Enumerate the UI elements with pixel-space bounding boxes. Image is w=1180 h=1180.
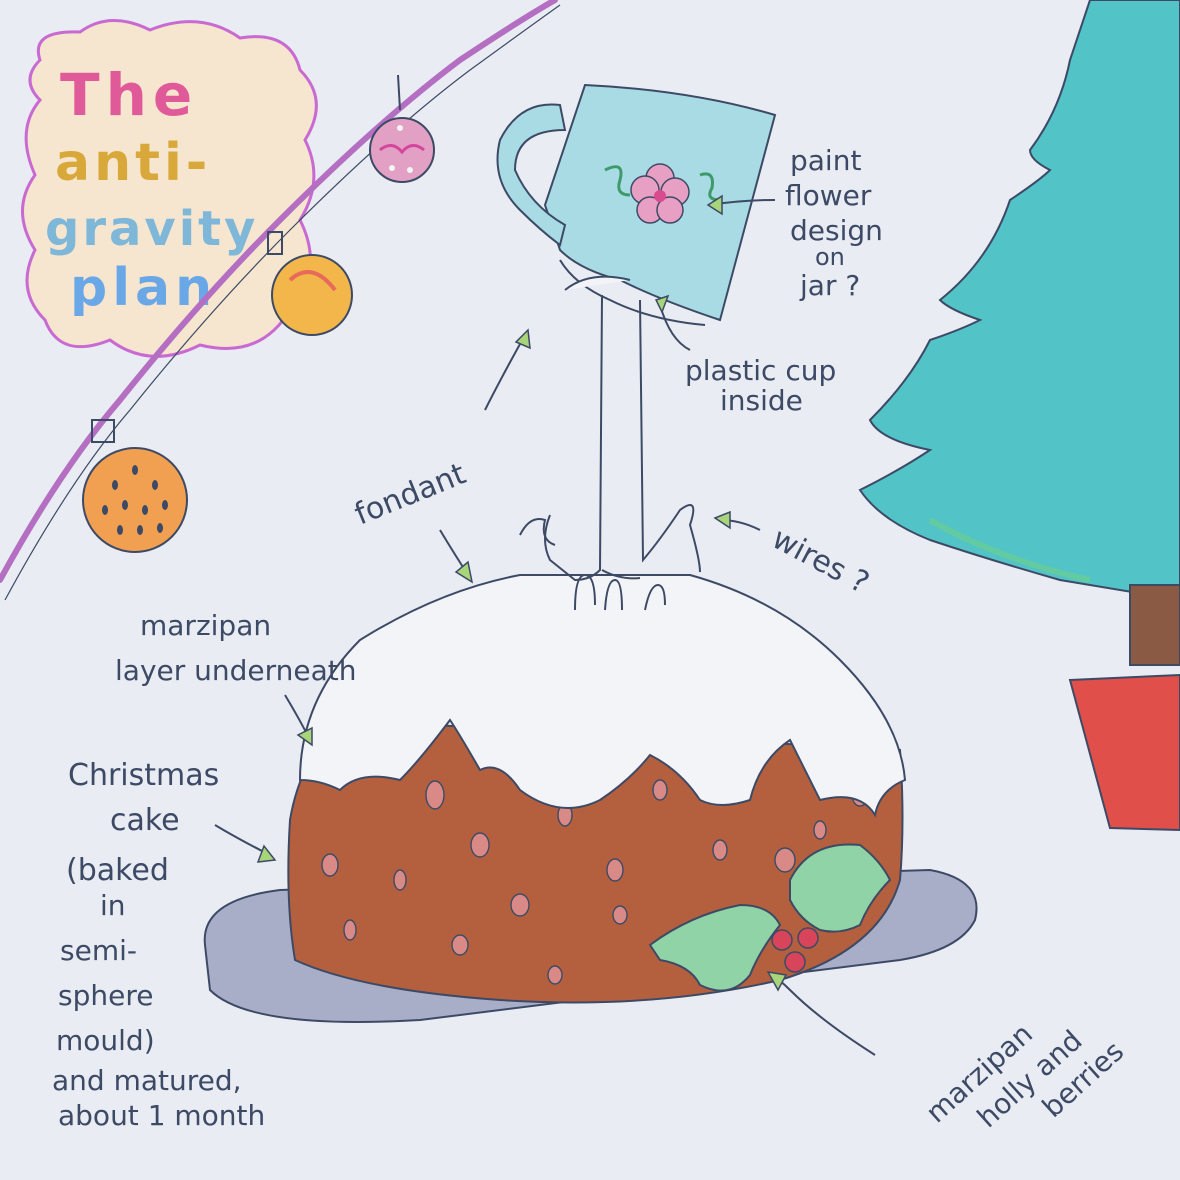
annotation-line: marzipan [140,609,271,642]
annotation-line: Christmas [68,758,219,793]
annotation-line: sphere [58,979,153,1012]
annotation-line: flower [785,179,872,212]
christmas-tree [858,0,1180,832]
annotation-paint-flower: paint flower design on jar ? [785,144,883,302]
berry [771,929,793,951]
title-cloud: The anti- gravity plan [21,19,318,358]
title-line-4: plan [70,258,217,318]
berry [784,951,806,973]
flower-design [604,163,721,224]
annotation-line: mould) [56,1024,155,1057]
annotation-wires: wires ? [766,521,874,601]
bauble-dotted [82,447,188,553]
bauble-orange [271,254,353,336]
fondant-column [519,294,701,582]
annotation-line: on [815,243,845,271]
tree-foliage [858,0,1180,602]
annotation-line: (baked [66,853,169,888]
title-line-3: gravity [45,201,258,257]
tree-pot [1068,673,1180,832]
annotation-line: jar ? [799,269,860,302]
annotation-plastic-cup: plastic cup inside [685,354,836,417]
title-line-2: anti- [55,133,211,193]
annotation-fondant: fondant [350,456,471,532]
annotation-line: cake [110,803,180,838]
annotation-line: paint [790,144,861,177]
annotation-line: semi- [60,934,137,967]
annotation-line: about 1 month [58,1099,265,1132]
fondant-dome [298,573,907,818]
annotation-line: in [100,889,126,922]
annotation-marzipan-layer: marzipan layer underneath [115,609,357,687]
jar-handle [496,103,567,247]
annotation-line: and matured, [52,1064,242,1097]
tree-trunk [1129,584,1180,666]
arrow-heads [256,194,788,992]
annotation-marzipan-holly: marzipan holly and berries [919,1017,1130,1134]
annotation-line: layer underneath [115,654,357,687]
jar [496,83,777,326]
annotation-line: plastic cup [685,354,836,387]
annotation-line: design [790,214,883,247]
berry [797,927,819,949]
garland [0,0,561,601]
annotation-christmas-cake: Christmas cake (baked in semi- sphere mo… [52,758,265,1132]
annotation-line: inside [720,384,803,417]
holly [648,843,892,992]
title-line-1: The [60,61,198,129]
